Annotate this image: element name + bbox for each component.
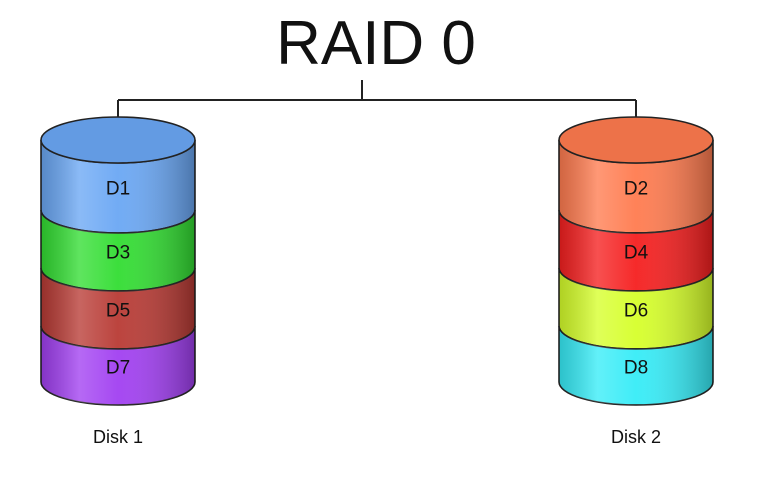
connector-lines xyxy=(117,80,637,138)
segment-shading xyxy=(559,268,713,349)
segment-shading xyxy=(559,140,713,233)
segment-d3: D3 xyxy=(40,209,196,292)
segment-shading xyxy=(41,210,195,291)
segment-shading xyxy=(559,326,713,405)
segment-shading xyxy=(41,140,195,233)
segment-label: D8 xyxy=(624,358,648,379)
segment-label: D7 xyxy=(106,358,130,379)
segment-d6: D6 xyxy=(558,267,714,350)
segment-label: D6 xyxy=(624,301,648,322)
segment-d4: D4 xyxy=(558,209,714,292)
segment-d2: D2 xyxy=(558,116,714,234)
segment-shading xyxy=(41,326,195,405)
disk-1-label: Disk 1 xyxy=(93,427,143,447)
segment-label: D4 xyxy=(624,243,649,264)
segment-d7: D7 xyxy=(40,325,196,406)
cylinder-top-cap xyxy=(40,116,196,164)
segment-shading xyxy=(559,210,713,291)
segment-shading xyxy=(41,268,195,349)
segment-label: D3 xyxy=(106,243,130,264)
segment-d8: D8 xyxy=(558,325,714,406)
segment-label: D2 xyxy=(624,179,648,200)
segment-label: D5 xyxy=(106,301,130,322)
segment-d1: D1 xyxy=(40,116,196,234)
cylinder-top-cap xyxy=(558,116,714,164)
diagram-title: RAID 0 xyxy=(276,9,476,78)
disk-2-label: Disk 2 xyxy=(611,427,661,447)
segment-label: D1 xyxy=(106,179,130,200)
